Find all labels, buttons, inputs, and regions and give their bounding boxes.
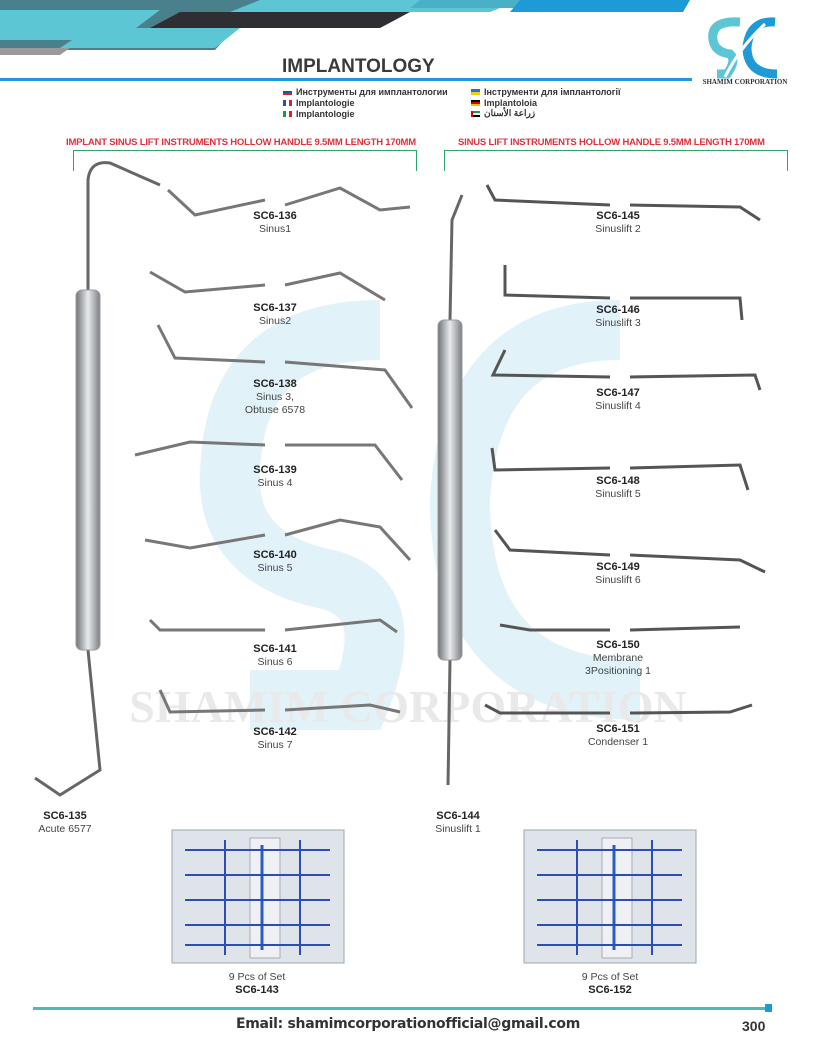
product-name: Sinus1 bbox=[258, 223, 292, 235]
product-code: SC6-151 bbox=[596, 723, 640, 735]
translation-de: Implantoloia bbox=[484, 97, 538, 108]
product-code: SC6-149 bbox=[596, 561, 640, 573]
russia-flag-icon bbox=[283, 88, 292, 95]
page-title: IMPLANTOLOGY bbox=[282, 56, 435, 77]
section-title-right: SINUS LIFT INSTRUMENTS HOLLOW HANDLE 9.5… bbox=[458, 137, 765, 148]
uae-flag-icon bbox=[471, 110, 480, 117]
translation-ru: Инструменты для имплантологии bbox=[296, 86, 448, 97]
product-name: 9 Pcs of Set bbox=[581, 971, 639, 983]
footer-rule-marker bbox=[765, 1004, 772, 1012]
ukraine-flag-icon bbox=[471, 88, 480, 95]
page-number: 300 bbox=[742, 1018, 766, 1034]
product-name: Sinus2 bbox=[258, 315, 292, 327]
footer-email: Email: shamimcorporationofficial@gmail.c… bbox=[235, 1016, 581, 1032]
product-code: SC6-136 bbox=[253, 210, 297, 222]
product-name: Sinuslift 2 bbox=[595, 223, 641, 235]
section-title-left: IMPLANT SINUS LIFT INSTRUMENTS HOLLOW HA… bbox=[66, 137, 416, 148]
product-code: SC6-148 bbox=[596, 475, 640, 487]
product-name: Sinuslift 1 bbox=[435, 823, 481, 835]
product-code: SC6-146 bbox=[596, 304, 640, 316]
product-code: SC6-142 bbox=[253, 726, 297, 738]
germany-flag-icon bbox=[471, 99, 480, 106]
product-name: Sinus 3, bbox=[256, 391, 294, 403]
instrument-set-sc6-152 bbox=[523, 829, 697, 964]
logo: SHAMIM CORPORATION bbox=[695, 12, 795, 92]
italy-flag-icon bbox=[283, 110, 292, 117]
product-name: Acute 6577 bbox=[38, 823, 92, 835]
product-code: SC6-137 bbox=[253, 302, 297, 314]
product-code: SC6-152 bbox=[588, 984, 632, 996]
product-code: SC6-150 bbox=[596, 639, 640, 651]
translation-it: Implantologie bbox=[296, 108, 355, 119]
product-name: Sinuslift 5 bbox=[595, 488, 641, 500]
translation-ar: زراعة الأسنان bbox=[484, 108, 536, 118]
watermark-text: SHAMIM CORPORATION bbox=[129, 681, 687, 732]
product-name-line2: Obtuse 6578 bbox=[244, 404, 306, 416]
translation-fr: Implantologie bbox=[296, 97, 355, 108]
product-name: Sinuslift 6 bbox=[595, 574, 641, 586]
product-code: SC6-145 bbox=[596, 210, 640, 222]
product-name-line2: 3Positioning 1 bbox=[585, 665, 651, 677]
header-banner bbox=[0, 0, 690, 55]
product-code: SC6-147 bbox=[596, 387, 640, 399]
product-name: Sinus 4 bbox=[257, 477, 293, 489]
product-code: SC6-144 bbox=[436, 810, 480, 822]
instrument-sc6-144 bbox=[437, 194, 464, 786]
instrument-sc6-135 bbox=[34, 161, 161, 797]
product-code: SC6-139 bbox=[253, 464, 297, 476]
product-name: 9 Pcs of Set bbox=[228, 971, 286, 983]
product-code: SC6-141 bbox=[253, 643, 297, 655]
left-instrument-tips bbox=[134, 186, 414, 714]
product-code: SC6-143 bbox=[235, 984, 279, 996]
logo-text: SHAMIM CORPORATION bbox=[702, 78, 788, 86]
product-name: Membrane bbox=[592, 652, 644, 664]
footer-rule bbox=[33, 1007, 765, 1010]
section-bracket-right bbox=[444, 150, 788, 171]
sc-logo-icon bbox=[708, 17, 778, 79]
product-name: Sinuslift 3 bbox=[595, 317, 641, 329]
right-instrument-tips bbox=[484, 184, 766, 715]
header-rule bbox=[0, 78, 692, 81]
product-name: Condenser 1 bbox=[587, 736, 649, 748]
instrument-set-sc6-143 bbox=[171, 829, 345, 964]
translation-ua: Інструменти для імплантології bbox=[484, 86, 621, 97]
translations-left: Инструменты для имплантологии Implantolo… bbox=[283, 86, 448, 119]
product-code: SC6-140 bbox=[253, 549, 297, 561]
translations-right: Інструменти для імплантології Implantolo… bbox=[471, 86, 621, 119]
product-code: SC6-135 bbox=[43, 810, 87, 822]
product-code: SC6-138 bbox=[253, 378, 297, 390]
product-name: Sinus 7 bbox=[257, 739, 293, 751]
product-name: Sinus 5 bbox=[257, 562, 293, 574]
product-name: Sinuslift 4 bbox=[595, 400, 641, 412]
section-bracket-left bbox=[73, 150, 417, 171]
france-flag-icon bbox=[283, 99, 292, 106]
product-name: Sinus 6 bbox=[257, 656, 293, 668]
